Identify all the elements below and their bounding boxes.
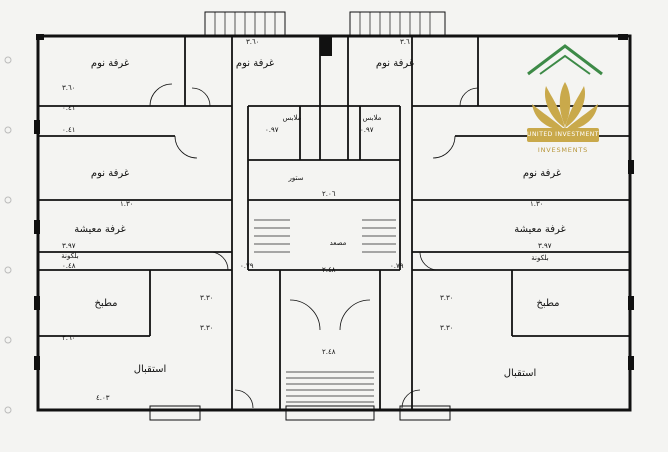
- room-reception-2: استقبال: [504, 368, 537, 379]
- room-clothes-2: ملابس: [363, 114, 382, 122]
- columns: [34, 34, 634, 370]
- brand-name: UNITED INVESTMENT: [527, 128, 599, 142]
- stair-hatching: [254, 219, 396, 403]
- room-elevator: مصعد: [330, 239, 347, 247]
- room-kitchen-2: مطبخ: [536, 298, 559, 309]
- dim-label: ٠.٧٩: [240, 262, 254, 270]
- binder-marks: [4, 56, 12, 414]
- dim-label: ١.٣٠: [120, 200, 134, 208]
- dim-label: ٣.٣٠: [200, 324, 214, 332]
- room-bedroom-1: غرفة نوم: [91, 58, 129, 69]
- dim-label: ٣.٩٧: [62, 242, 76, 250]
- dim-label: ٠.٩٧: [360, 126, 374, 134]
- dim-label: ٢.٠٦: [322, 190, 336, 198]
- dim-label: ٠.٤١: [62, 126, 76, 134]
- room-bedroom-5: غرفة نوم: [523, 168, 561, 179]
- brand-subtitle: INVESMENTS: [537, 146, 589, 154]
- room-balcony-1: بلكونة: [61, 252, 79, 260]
- room-kitchen-1: مطبخ: [94, 298, 117, 309]
- wheat-emblem-icon: [532, 82, 598, 130]
- dim-label: ٢.٤٨: [322, 266, 336, 274]
- dim-label: ٤.٠٣: [96, 394, 110, 402]
- room-living-1: غرفة معيشة: [74, 224, 126, 235]
- room-labels: غرفة نوم غرفة نوم غرفة نوم غرفة نوم غرفة…: [61, 58, 566, 379]
- dim-label: ٣.٦٠: [62, 334, 76, 342]
- dim-label: ٠.٤٨: [62, 262, 76, 270]
- room-bedroom-3: غرفة نوم: [376, 58, 414, 69]
- room-balcony-2: بلكونة: [531, 254, 549, 262]
- room-clothes-1: ملابس: [283, 114, 302, 122]
- dim-label: ٢.٤٨: [322, 348, 336, 356]
- interior-walls: [38, 36, 630, 410]
- dim-label: ٠.٩٧: [265, 126, 279, 134]
- windows: [149, 11, 451, 421]
- dim-label: ٣.٣٠: [440, 324, 454, 332]
- dim-label: ٠.٤١: [62, 104, 76, 112]
- room-store: ستور: [288, 174, 304, 182]
- door-swings: [149, 83, 479, 409]
- brand-logo: [527, 44, 603, 130]
- room-bedroom-4: غرفة نوم: [91, 168, 129, 179]
- dim-label: ٠.٧٩: [390, 262, 404, 270]
- room-bedroom-2: غرفة نوم: [236, 58, 274, 69]
- dim-label: ٣.٣٠: [200, 294, 214, 302]
- window-bars: [214, 12, 431, 36]
- room-living-2: غرفة معيشة: [514, 224, 566, 235]
- room-reception-1: استقبال: [134, 364, 167, 375]
- dim-label: ٣.٦٠: [400, 38, 414, 46]
- dim-label: ٣.٩٧: [538, 242, 552, 250]
- house-roof-icon: [527, 44, 603, 76]
- dim-label: ٣.٦٠: [62, 84, 76, 92]
- dim-label: ٣.٦٠: [246, 38, 260, 46]
- dim-label: ١.٣٠: [530, 200, 544, 208]
- dim-label: ٣.٣٠: [440, 294, 454, 302]
- dimension-labels: ٣.٦٠ ٣.٦٠ ٣.٦٠ ٠.٤١ ٠.٤١ ٠.٩٧ ٠.٩٧ ١.٣٠ …: [62, 38, 552, 402]
